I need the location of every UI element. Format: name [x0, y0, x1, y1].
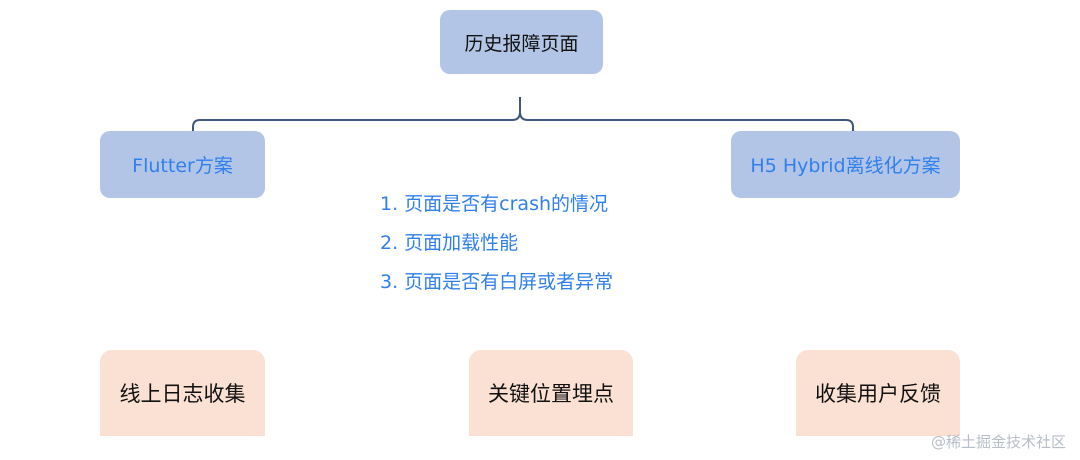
metrics-list: 1. 页面是否有crash的情况 2. 页面加载性能 3. 页面是否有白屏或者异… [380, 188, 613, 305]
method-label-key-tracking: 关键位置埋点 [488, 382, 614, 406]
metric-item-crash: 1. 页面是否有crash的情况 [380, 193, 609, 215]
method-label-online-logs: 线上日志收集 [119, 382, 246, 406]
h5-hybrid-solution-label: H5 Hybrid离线化方案 [750, 155, 941, 177]
brace-connector-path [192, 97, 854, 131]
method-box-user-feedback: 收集用户反馈 [796, 350, 960, 436]
watermark-text: @稀土掘金技术社区 [930, 433, 1066, 451]
h5-hybrid-solution-box: H5 Hybrid离线化方案 [731, 131, 960, 198]
root-topic-box: 历史报障页面 [440, 10, 603, 74]
flutter-solution-box: Flutter方案 [100, 131, 265, 198]
method-box-key-tracking: 关键位置埋点 [469, 350, 633, 436]
metric-item-load-performance: 2. 页面加载性能 [380, 232, 519, 254]
root-topic-label: 历史报障页面 [464, 32, 579, 55]
flutter-solution-label: Flutter方案 [132, 155, 233, 177]
metric-item-white-screen: 3. 页面是否有白屏或者异常 [380, 271, 614, 293]
method-box-online-logs: 线上日志收集 [100, 350, 265, 436]
method-label-user-feedback: 收集用户反馈 [815, 382, 941, 406]
